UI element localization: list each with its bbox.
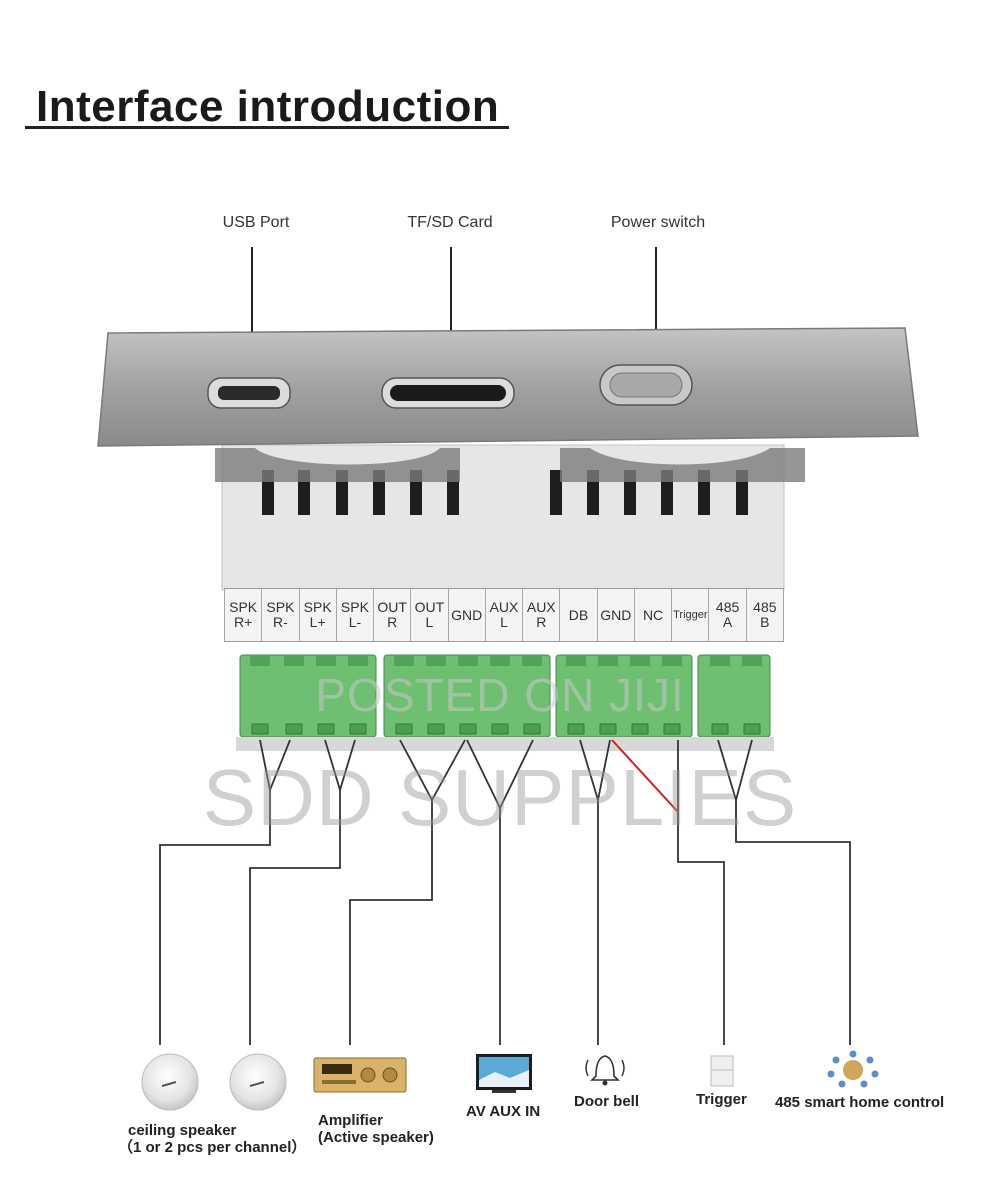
- trigger-red-wire: [611, 739, 679, 813]
- terminal-label-13: 485 A: [709, 589, 747, 641]
- terminal-base: [236, 737, 774, 751]
- amplifier-note: (Active speaker): [318, 1129, 434, 1146]
- terminal-screws: [251, 723, 761, 735]
- right-mount-tab: [560, 448, 805, 482]
- tf-card-label: TF/SD Card: [407, 214, 493, 231]
- smart-home-icon: [827, 1050, 879, 1088]
- power-switch-knob: [609, 372, 683, 398]
- terminal-label-0: SPK R+: [224, 589, 263, 641]
- tv-icon: [476, 1054, 532, 1093]
- amplifier-label: Amplifier: [318, 1112, 384, 1129]
- terminal-blocks: [236, 654, 774, 751]
- page-title: Interface introduction: [36, 82, 500, 131]
- smart-home-label: 485 smart home control: [775, 1094, 945, 1111]
- terminal-label-2: SPK L+: [300, 589, 337, 641]
- wire-485: [735, 800, 851, 1045]
- terminal-top-notches: [250, 656, 762, 666]
- tf-card-opening: [390, 385, 506, 401]
- watermark-posted: POSTED ON JIJI: [315, 669, 685, 721]
- terminal-label-7: AUX L: [486, 589, 524, 641]
- usb-port-opening: [218, 386, 280, 400]
- amplifier-icon: [313, 1057, 407, 1093]
- usb-port-label: USB Port: [222, 214, 290, 231]
- terminal-label-1: SPK R-: [262, 589, 300, 641]
- ceiling-speaker-note: （1 or 2 pcs per channel）: [118, 1139, 307, 1156]
- left-mount-tab: [215, 448, 460, 482]
- terminal-label-4: OUT R: [374, 589, 412, 641]
- terminal-label-6: GND: [449, 589, 486, 641]
- terminal-label-3: SPK L-: [337, 589, 375, 641]
- terminal-label-8: AUX R: [523, 589, 561, 641]
- wire-amplifier: [349, 800, 433, 1045]
- terminal-label-9: DB: [560, 589, 598, 641]
- title-underline: [25, 126, 509, 129]
- wire-ceiling-speaker-1: [159, 790, 271, 1045]
- wiring: [159, 739, 851, 1045]
- wire-ceiling-speaker-2: [249, 790, 341, 1045]
- ceiling-speaker-2-icon: [229, 1053, 287, 1111]
- door-bell-label: Door bell: [574, 1093, 640, 1110]
- watermark-supplier: SDD SUPPLIES: [202, 753, 798, 842]
- door-bell-icon: [585, 1055, 625, 1086]
- terminal-label-12: Trigger: [672, 589, 710, 641]
- av-aux-label: AV AUX IN: [466, 1103, 541, 1120]
- wire-trigger: [677, 740, 725, 1045]
- ceiling-speaker-label: ceiling speaker: [128, 1122, 237, 1139]
- power-switch-label: Power switch: [610, 214, 706, 231]
- terminal-label-5: OUT L: [411, 589, 449, 641]
- terminal-label-10: GND: [598, 589, 635, 641]
- trigger-switch-icon: [710, 1055, 734, 1087]
- ceiling-speaker-1-icon: [141, 1053, 199, 1111]
- terminal-label-11: NC: [635, 589, 673, 641]
- terminal-label-14: 485 B: [747, 589, 784, 641]
- trigger-label: Trigger: [696, 1091, 747, 1108]
